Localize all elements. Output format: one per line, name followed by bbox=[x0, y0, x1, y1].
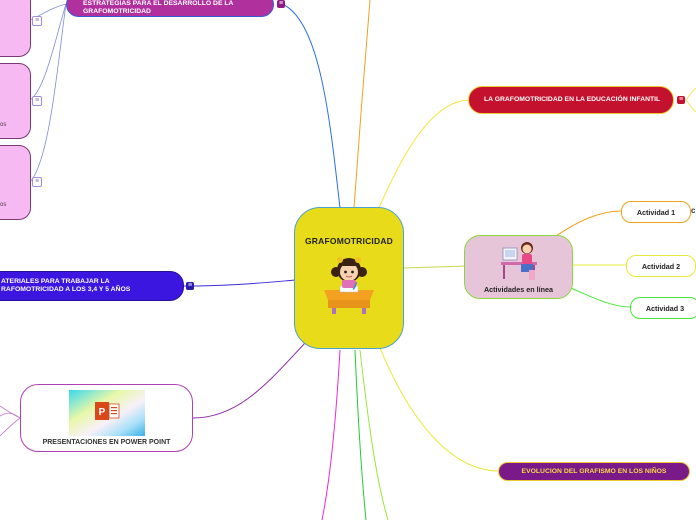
estrategias-subcard-3[interactable] bbox=[0, 145, 31, 220]
estrategias-subcard-2[interactable] bbox=[0, 63, 31, 139]
connector-top-orange bbox=[353, 0, 371, 209]
connector-estrategias bbox=[281, 3, 341, 209]
presentaciones-power-point[interactable]: P PRESENTACIONES EN POWER POINT bbox=[20, 384, 193, 452]
notes-icon[interactable]: ≡ bbox=[277, 0, 285, 8]
presentaciones-label: PRESENTACIONES EN POWER POINT bbox=[42, 439, 171, 446]
connector-edu-right-1 bbox=[685, 87, 696, 101]
connector-presentaciones bbox=[192, 341, 307, 419]
actividades-label: Actividades en línea bbox=[483, 285, 554, 294]
notes-icon[interactable]: ≡ bbox=[677, 96, 685, 104]
actividad-2-label: Actividad 2 bbox=[641, 261, 681, 271]
actividad-1-tail-text: c bbox=[691, 206, 696, 215]
notes-icon[interactable]: ≡ bbox=[32, 96, 42, 106]
powerpoint-icon: P bbox=[68, 390, 145, 436]
subcard-3-tail-text: os bbox=[0, 202, 7, 208]
actividad-3[interactable]: Actividad 3 bbox=[630, 297, 696, 319]
connector-bottom-green1 bbox=[354, 349, 367, 520]
topic-evolucion[interactable]: EVOLUCION DEL GRAFISMO EN LOS NIÑOS bbox=[498, 462, 690, 481]
connector-bottom-green2 bbox=[359, 349, 389, 520]
connector-pres-left-3 bbox=[0, 412, 21, 419]
topic-educacion-infantil[interactable]: LA GRAFOMOTRICIDAD EN LA EDUCACIÓN INFAN… bbox=[468, 86, 674, 114]
connector-edu-right-2 bbox=[685, 99, 696, 113]
topic-educacion-infantil-label: LA GRAFOMOTRICIDAD EN LA EDUCACIÓN INFAN… bbox=[484, 96, 661, 103]
connector-estrategias-card3 bbox=[29, 3, 67, 183]
topic-materiales-label: ATERIALES PARA TRABAJAR LA RAFOMOTRICIDA… bbox=[1, 278, 131, 293]
girl-at-desk-icon bbox=[500, 242, 537, 280]
subcard-2-tail-text: os bbox=[0, 122, 7, 128]
estrategias-subcard-1[interactable] bbox=[0, 0, 31, 57]
connector-actividades bbox=[403, 265, 467, 269]
svg-text:P: P bbox=[98, 407, 105, 418]
actividad-1-label: Actividad 1 bbox=[636, 207, 676, 217]
topic-materiales[interactable]: ATERIALES PARA TRABAJAR LA RAFOMOTRICIDA… bbox=[0, 271, 184, 301]
central-topic-label: GRAFOMOTRICIDAD bbox=[305, 236, 393, 246]
connector-educacion bbox=[377, 99, 471, 211]
actividad-2[interactable]: Actividad 2 bbox=[626, 255, 696, 277]
actividades-en-linea[interactable]: Actividades en línea bbox=[464, 235, 573, 299]
actividad-3-label: Actividad 3 bbox=[645, 303, 685, 313]
actividad-1[interactable]: Actividad 1 bbox=[621, 201, 691, 223]
central-topic[interactable]: GRAFOMOTRICIDAD bbox=[294, 207, 404, 349]
connector-actividad-3 bbox=[565, 285, 632, 308]
topic-evolucion-label: EVOLUCION DEL GRAFISMO EN LOS NIÑOS bbox=[521, 467, 667, 475]
girl-writing-icon bbox=[324, 257, 374, 314]
notes-icon[interactable]: ≡ bbox=[32, 16, 42, 26]
notes-icon[interactable]: ≡ bbox=[32, 177, 42, 187]
connector-estrategias-card2 bbox=[29, 3, 67, 101]
notes-icon[interactable]: ≡ bbox=[186, 282, 194, 290]
connector-actividad-1 bbox=[555, 210, 623, 237]
connector-bottom-magenta bbox=[321, 349, 341, 520]
connector-materiales bbox=[183, 279, 297, 287]
topic-estrategias-label: ESTRATEGIAS PARA EL DESARROLLO DE LA GRA… bbox=[83, 0, 234, 15]
connector-pres-left-2 bbox=[0, 417, 21, 437]
connector-evolucion bbox=[379, 347, 499, 472]
topic-estrategias[interactable]: ESTRATEGIAS PARA EL DESARROLLO DE LA GRA… bbox=[66, 0, 274, 17]
